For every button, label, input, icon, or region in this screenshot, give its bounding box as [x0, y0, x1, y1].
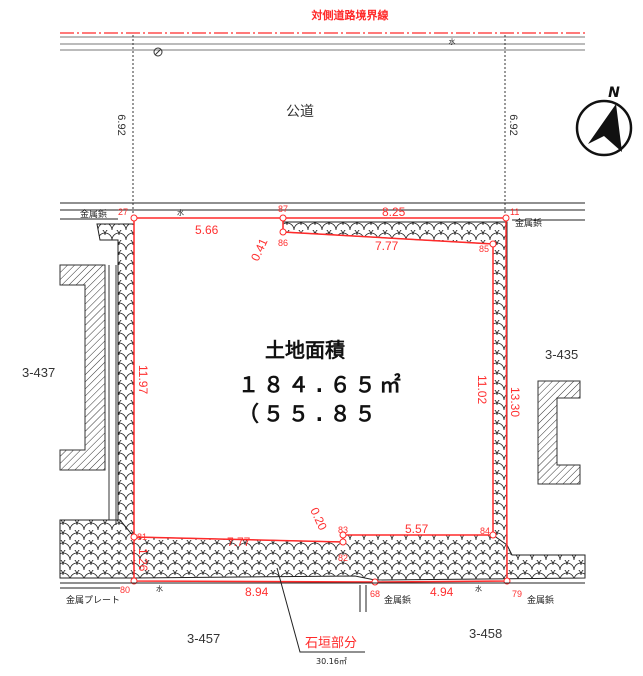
building-east [537, 380, 581, 485]
point-68: 68 [370, 589, 380, 599]
dim-right-outer: 13.30 [508, 387, 522, 417]
dim-right-inner: 11.02 [475, 375, 489, 404]
lot-west: 3-437 [22, 365, 55, 380]
manhole-icon [153, 47, 163, 57]
metal-stud-top-left: 金属鋲 [80, 208, 107, 220]
water-mark-bottom-right: 水 [475, 584, 482, 593]
stone-wall-label: 石垣部分 [305, 636, 357, 651]
dim-bottom-offset: 0.20 [307, 505, 330, 532]
point-81: 81 [137, 532, 147, 542]
dim-bottom-side: 1.26 [136, 548, 150, 572]
lot-south-west: 3-457 [187, 631, 220, 646]
opposite-boundary-label: 対側道路境界線 [311, 8, 389, 22]
point-85: 85 [479, 244, 489, 254]
stone-wall-leader [276, 567, 365, 653]
land-area-sqm: １８４.６５㎡ [238, 373, 405, 397]
north-compass-icon: N [575, 85, 633, 157]
front-road-lines [60, 202, 585, 221]
point-80: 80 [120, 585, 130, 595]
water-mark-bottom-left: 水 [156, 584, 163, 593]
compass-label: N [608, 85, 620, 101]
water-mark-front: 水 [177, 208, 184, 217]
dim-bottom-outer-right: 4.94 [430, 585, 454, 599]
bottom-road-lines [60, 582, 585, 612]
land-area-title: 土地面積 [265, 338, 346, 362]
point-79: 79 [512, 589, 522, 599]
road-width-right: 6.92 [507, 114, 519, 135]
metal-stud-bottom-right: 金属鋲 [527, 594, 554, 606]
building-west [59, 264, 106, 471]
outer-boundary [133, 217, 508, 583]
road-edge-lines [60, 36, 585, 51]
point-83: 83 [338, 525, 348, 535]
point-84: 84 [480, 526, 490, 536]
point-27: 27 [118, 207, 128, 217]
dim-top-total: 8.25 [382, 205, 406, 219]
dim-bottom-inner-left: 7.77 [227, 535, 251, 549]
water-mark-top: 水 [449, 37, 456, 46]
point-11: 11 [510, 207, 519, 217]
metal-stud-bottom-mid: 金属鋲 [384, 594, 411, 606]
point-87: 87 [278, 204, 288, 214]
lot-south-east: 3-458 [469, 626, 502, 641]
point-82: 82 [338, 553, 348, 563]
metal-plate: 金属プレート [66, 594, 120, 606]
point-86: 86 [278, 238, 288, 248]
dim-top-inner: 7.77 [375, 239, 399, 253]
dim-top-left: 5.66 [195, 223, 219, 237]
dim-left: 11.97 [136, 365, 150, 394]
road-width-left: 6.92 [115, 114, 127, 135]
stone-wall-area: 30.16㎡ [316, 657, 347, 666]
lot-east: 3-435 [545, 347, 578, 362]
land-area-tsubo: （５５.８５ [238, 402, 380, 426]
boundary-markers [130, 214, 511, 586]
dim-bottom-inner-right: 5.57 [405, 522, 429, 536]
dim-bottom-outer-left: 8.94 [245, 585, 269, 599]
road-label: 公道 [286, 104, 314, 120]
metal-stud-top-right: 金属鋲 [515, 217, 542, 229]
dim-top-offset: 0.41 [248, 236, 271, 263]
